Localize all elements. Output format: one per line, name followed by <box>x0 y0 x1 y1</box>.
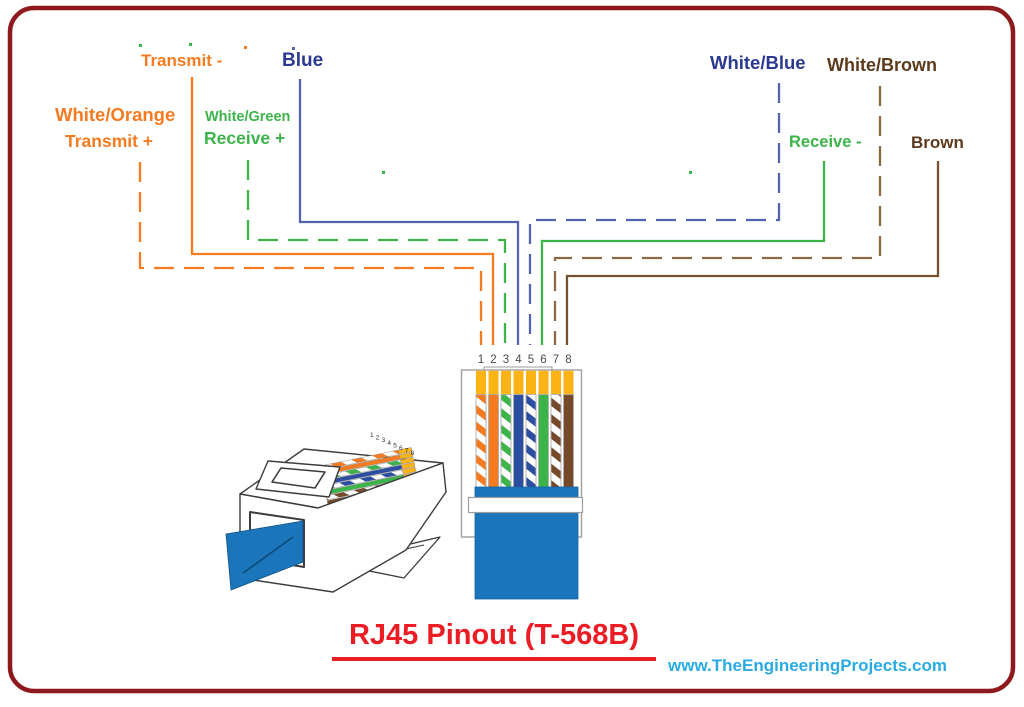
pin-number: 5 <box>528 354 534 366</box>
line-orange-pin2 <box>190 77 495 345</box>
side-pin-number: 2 <box>376 435 380 442</box>
side-cable <box>225 520 304 591</box>
wire-white-orange <box>475 394 487 488</box>
gold-contacts <box>476 370 574 395</box>
plug-collar-opening <box>271 467 326 489</box>
pin-number: 4 <box>515 354 522 366</box>
wire-orange <box>488 394 499 488</box>
line-blue-pin4 <box>298 79 520 345</box>
diagram-title: RJ45 Pinout (T-568B) <box>332 619 656 661</box>
label-brown: Brown <box>911 133 964 152</box>
label-white-green: White/Green <box>205 109 291 125</box>
pin-number: 8 <box>565 354 571 366</box>
wire-white-green <box>500 394 512 488</box>
side-cable-highlight <box>242 536 294 574</box>
label-white-blue: White/Blue <box>710 52 806 73</box>
line-white-blue-pin5 <box>528 83 781 345</box>
line-brown-pin8 <box>565 161 940 345</box>
wire-green <box>538 394 549 488</box>
label-white-orange: White/Orange <box>55 104 176 125</box>
pin-number: 1 <box>478 354 484 366</box>
pin-number: 2 <box>490 354 496 366</box>
wire-blue <box>513 394 524 488</box>
label-transmit-minus: Transmit - <box>141 51 223 70</box>
side-pin-number: 8 <box>411 450 415 457</box>
artifact-dots <box>139 43 692 174</box>
side-pin-number: 5 <box>393 442 397 449</box>
rj45-front-view: 1 2 3 4 5 6 7 8 <box>460 354 584 600</box>
wire-white-brown <box>550 394 562 488</box>
wire-columns <box>475 394 574 488</box>
line-white-green-pin3 <box>246 160 507 345</box>
line-white-orange-pin1 <box>138 162 483 345</box>
label-blue: Blue <box>282 50 324 71</box>
strain-band <box>467 496 584 514</box>
pin-number: 7 <box>553 354 559 366</box>
pin-number-row: 1 2 3 4 5 6 7 8 <box>478 354 572 366</box>
side-pin-numbers: 1 2 3 4 5 6 7 8 <box>370 432 415 457</box>
page-border <box>7 5 1016 694</box>
label-transmit-plus: Transmit + <box>65 131 154 151</box>
label-white-brown: White/Brown <box>827 55 937 75</box>
pin-number: 6 <box>540 354 546 366</box>
line-green-pin6 <box>540 161 826 345</box>
wire-white-blue <box>525 394 537 488</box>
side-pin-number: 3 <box>382 437 386 444</box>
website-link[interactable]: www.TheEngineeringProjects.com <box>668 656 947 675</box>
line-white-brown-pin7 <box>553 86 882 345</box>
rj45-side-view: 1 2 3 4 5 6 7 8 <box>225 432 447 593</box>
label-receive-plus: Receive + <box>204 128 286 148</box>
wire-lines <box>138 77 940 345</box>
side-pin-number: 1 <box>370 432 374 439</box>
housing-bracket <box>483 366 553 373</box>
side-pin-number: 6 <box>399 445 403 452</box>
pin-number: 3 <box>503 354 509 366</box>
label-receive-minus: Receive - <box>789 133 862 151</box>
wire-brown <box>563 394 574 488</box>
side-pin-number: 4 <box>387 440 391 447</box>
side-pin-number: 7 <box>405 448 409 455</box>
